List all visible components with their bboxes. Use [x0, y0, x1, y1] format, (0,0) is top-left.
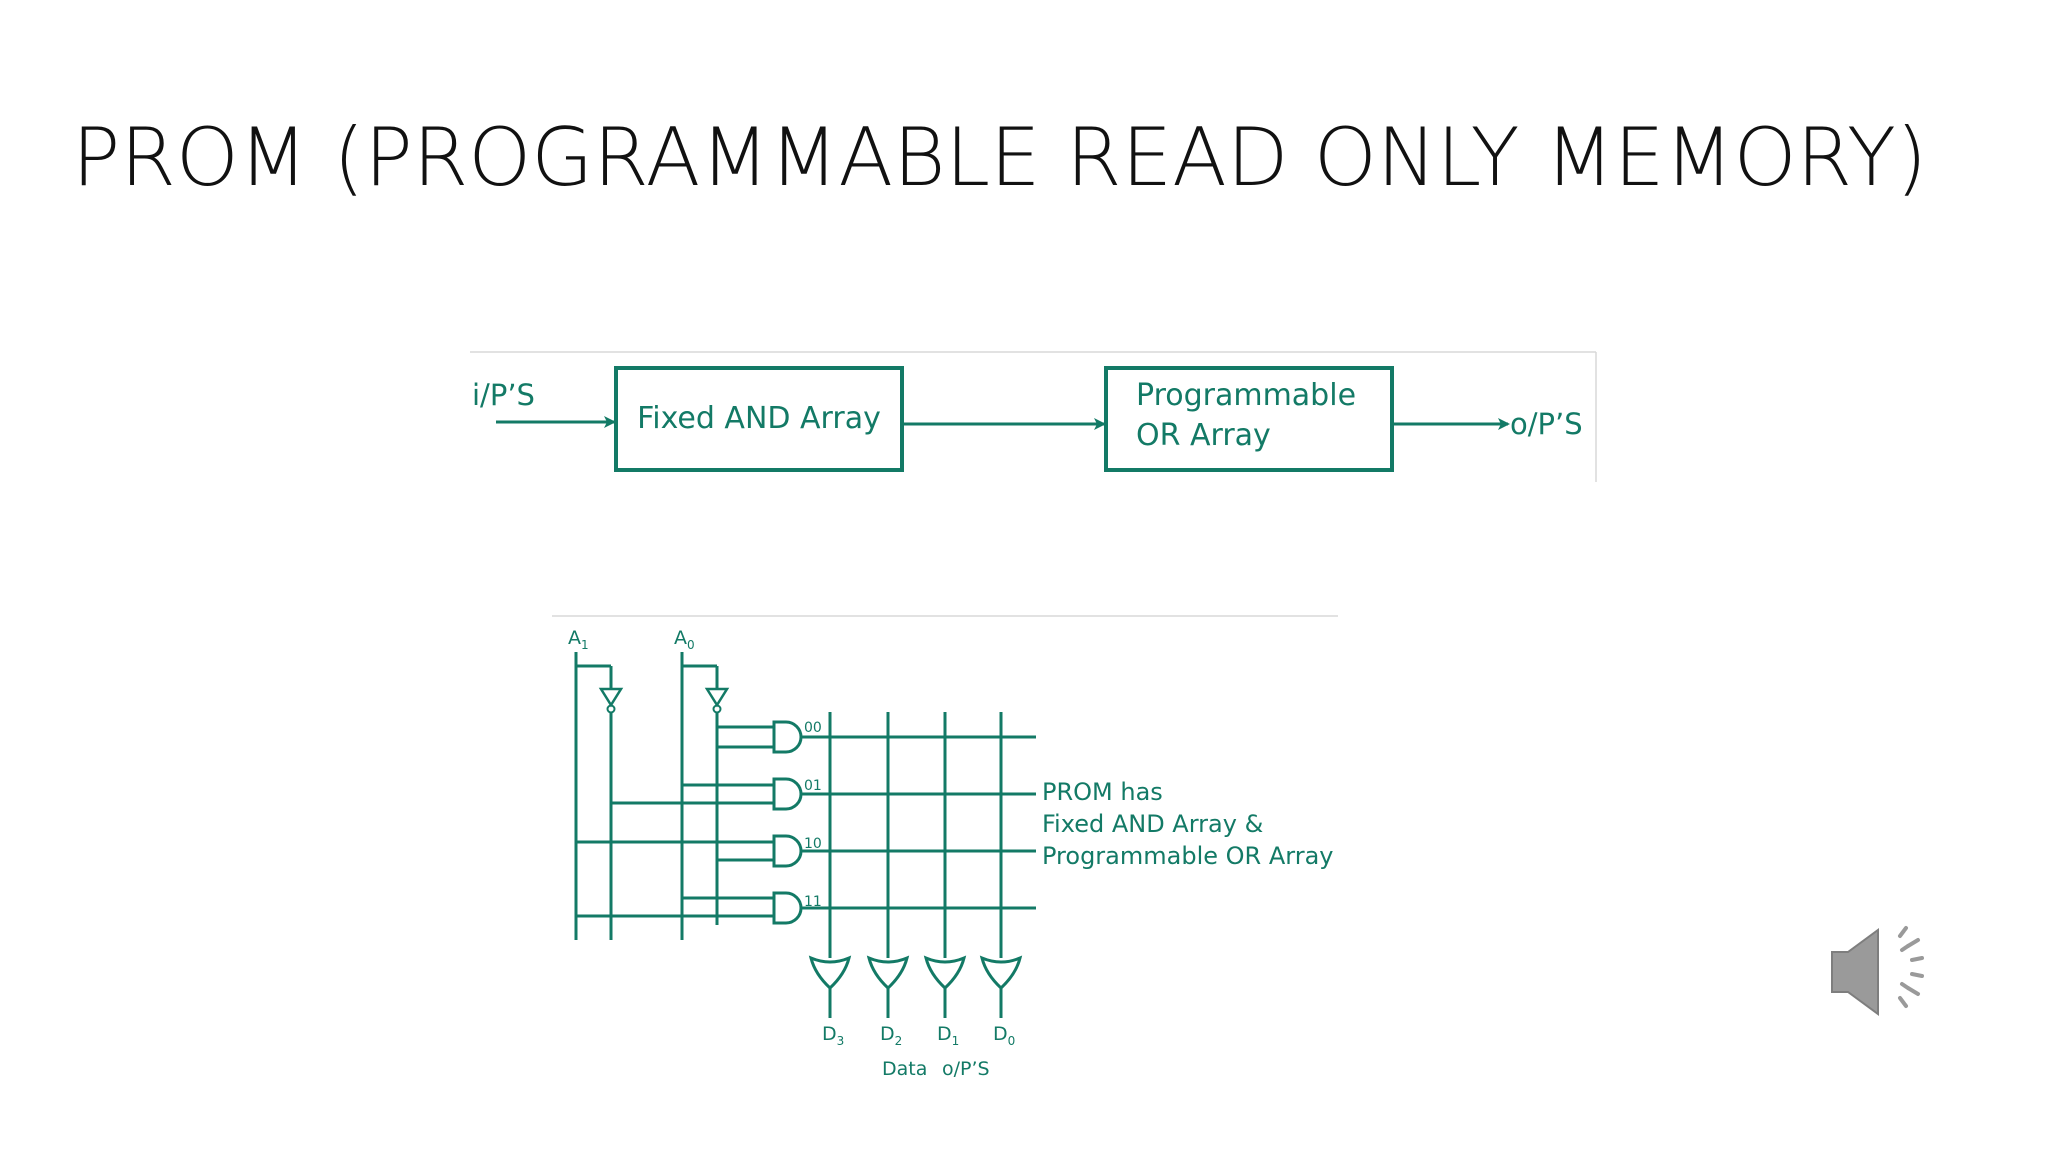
note-line-3: Programmable OR Array	[1042, 842, 1333, 870]
output-d3-label: D3	[822, 1023, 844, 1048]
inverter-a1	[598, 687, 624, 714]
or-block-label-line1: Programmable	[1136, 378, 1356, 413]
and-gate-label-11: 11	[804, 894, 822, 910]
and-gate-01	[772, 777, 803, 811]
input-a0-label: A0	[674, 627, 695, 652]
and-block-label: Fixed AND Array	[637, 401, 881, 436]
inverter-a0	[704, 687, 730, 714]
output-d0-label: D0	[993, 1023, 1015, 1048]
and-gate-label-10: 10	[804, 836, 822, 852]
programmable-or-array-block	[1104, 366, 1394, 472]
note-line-1: PROM has	[1042, 778, 1163, 806]
note-line-2: Fixed AND Array &	[1042, 810, 1263, 838]
output-d1-label: D1	[937, 1023, 959, 1048]
input-label: i/P’S	[472, 378, 535, 412]
input-lines	[574, 652, 719, 940]
and-gate-label-01: 01	[804, 778, 822, 794]
bottom-label-data: Data	[882, 1058, 927, 1080]
or-gate-d0	[979, 955, 1023, 991]
slide-title: PROM (PROGRAMMABLE READ ONLY MEMORY)	[72, 111, 1928, 204]
and-gate-00	[772, 720, 803, 754]
fixed-and-array-block	[614, 366, 904, 472]
and-gate-label-00: 00	[804, 720, 822, 736]
or-block-label-line2: OR Array	[1136, 418, 1271, 453]
or-gate-d1	[923, 955, 967, 991]
output-d2-label: D2	[880, 1023, 902, 1048]
prom-circuit: A1 A0	[552, 615, 1338, 1080]
or-gate-d2	[866, 955, 910, 991]
product-lines	[801, 735, 1036, 910]
output-label: o/P’S	[1510, 407, 1583, 441]
or-gate-d3	[808, 955, 852, 991]
input-a1-label: A1	[568, 627, 589, 652]
bottom-label-ops: o/P’S	[942, 1058, 990, 1080]
and-gate-10	[772, 834, 803, 868]
block-diagram: i/P’S Fixed AND Array Programmable OR Ar…	[470, 351, 1597, 482]
or-output-lines	[828, 988, 1003, 1018]
and-gate-11	[772, 891, 803, 925]
or-column-lines	[828, 712, 1003, 958]
speaker-icon[interactable]	[1831, 926, 1924, 1016]
and-input-wires	[576, 725, 774, 918]
sound-waves-icon	[1898, 926, 1924, 1008]
